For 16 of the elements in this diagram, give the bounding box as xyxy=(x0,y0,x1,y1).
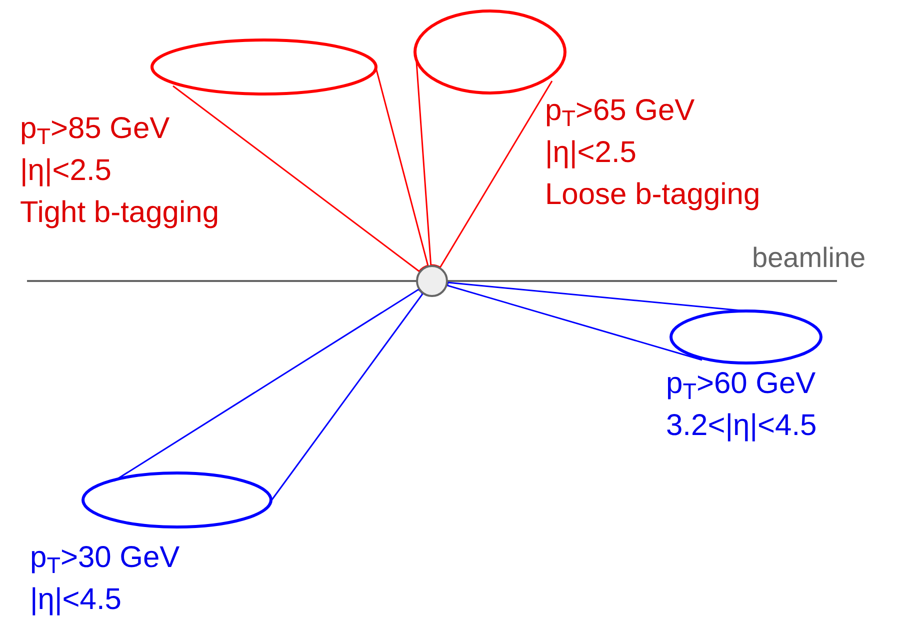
cone-line xyxy=(172,68,429,272)
jet-cut-label: 3.2<|η|<4.5 xyxy=(666,408,817,444)
jet-cut-label: |η|<2.5 xyxy=(545,135,636,171)
jet-cut-label: Loose b-tagging xyxy=(545,177,760,213)
jet-ellipse xyxy=(150,38,378,96)
jet-cut-label: p$_{T}$>30 GeV xyxy=(30,540,180,579)
jet-cut-label: |η|<4.5 xyxy=(30,582,122,618)
jet-ellipse xyxy=(81,471,273,529)
jet-cut-label: p$_{T}$>65 GeV xyxy=(545,93,695,132)
beamline-label: beamline xyxy=(752,241,866,275)
jet-ellipse xyxy=(669,309,823,365)
jet-cut-label: |η|<2.5 xyxy=(20,153,112,189)
jet-cut-label: p$_{T}$>60 GeV xyxy=(666,366,816,405)
jet-cut-label: Tight b-tagging xyxy=(20,195,220,231)
jet-ellipse xyxy=(413,9,567,95)
jet-cut-label: p$_{T}$>85 GeV xyxy=(20,111,170,150)
